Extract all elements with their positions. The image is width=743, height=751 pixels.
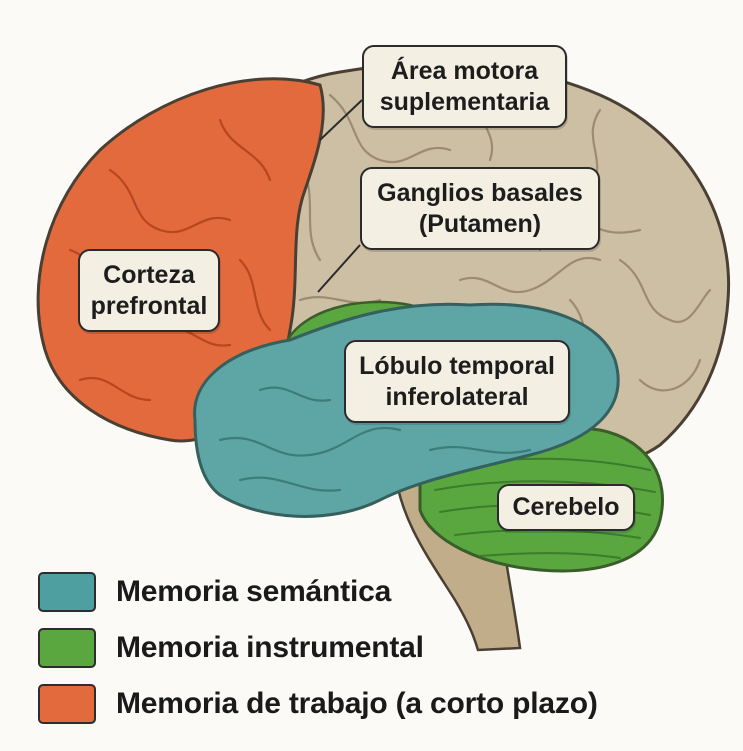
label-cerebellum: Cerebelo [497,484,635,531]
legend-item-instrumental: Memoria instrumental [38,626,424,670]
legend-label-working: Memoria de trabajo (a corto plazo) [116,687,598,720]
basal-label-line2: (Putamen) [418,209,542,238]
label-prefrontal-cortex: Corteza prefrontal [78,249,220,332]
legend-swatch-working [38,684,96,724]
basal-label-line1: Ganglios basales [377,178,583,207]
cerebellum-label: Cerebelo [512,493,620,521]
basal-leader-line [317,244,361,293]
legend-item-working: Memoria de trabajo (a corto plazo) [38,682,598,726]
label-inferolateral-temporal-lobe: Lóbulo temporal inferolateral [344,340,570,423]
legend-swatch-semantic [38,572,96,612]
temporal-label-line2: inferolateral [385,382,529,411]
prefrontal-gyri [68,118,272,402]
pfc-label-line2: prefrontal [90,291,208,320]
label-supplementary-motor-area: Área motora suplementaria [362,45,567,128]
sma-leader-line [319,99,363,141]
legend-item-semantic: Memoria semántica [38,570,391,614]
label-basal-ganglia: Ganglios basales (Putamen) [360,167,600,250]
temporal-gyri [218,386,532,492]
sma-label-line2: suplementaria [379,87,550,116]
legend-label-instrumental: Memoria instrumental [116,631,424,664]
legend-swatch-instrumental [38,628,96,668]
pfc-label-line1: Corteza [103,260,195,289]
sma-label-line1: Área motora [390,56,539,85]
legend-label-semantic: Memoria semántica [116,575,392,608]
temporal-label-line1: Lóbulo temporal [359,351,555,380]
